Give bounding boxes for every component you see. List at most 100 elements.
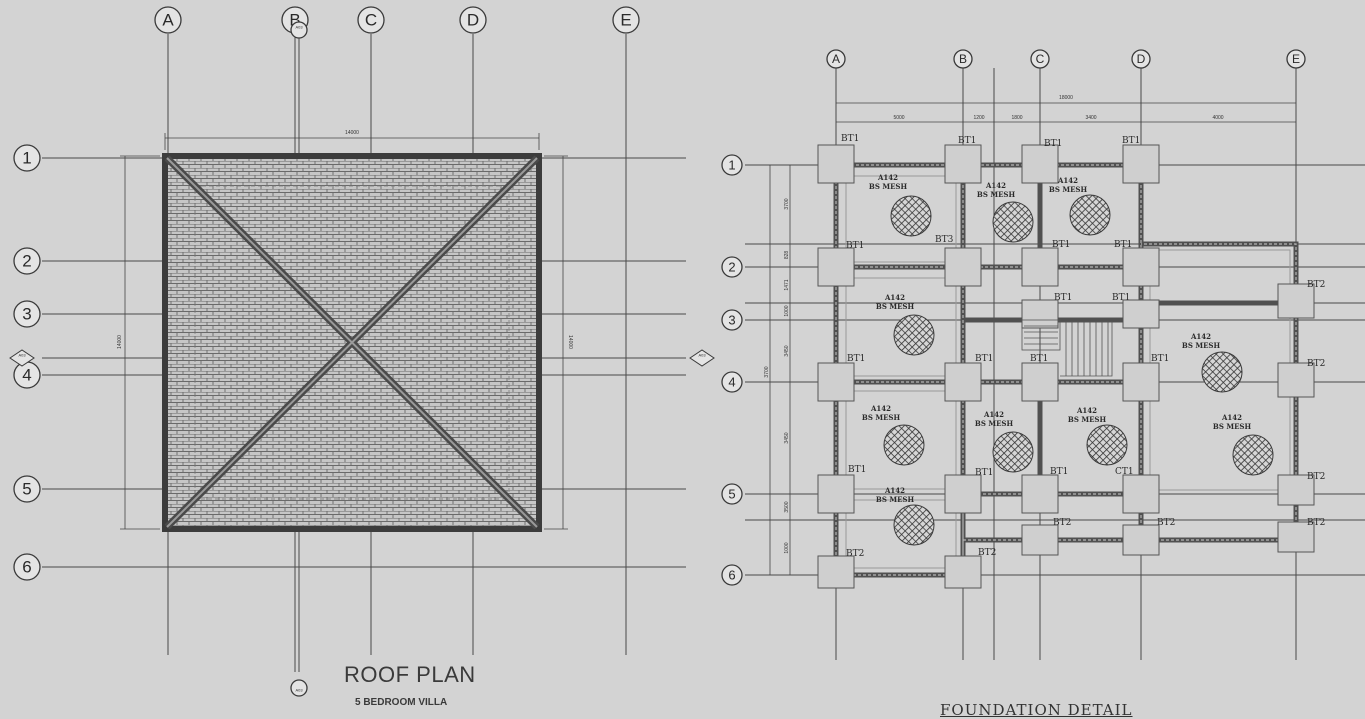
section-marker-left: A03 <box>18 353 26 358</box>
foundation-column-label-b: B <box>959 52 967 66</box>
slab-spec: BS MESH <box>975 419 1014 428</box>
beam-tag: BT1 <box>846 241 864 251</box>
beam-tag: BT2 <box>846 549 864 559</box>
beam-tag: BT2 <box>1307 472 1325 482</box>
beam-tag: BT3 <box>935 235 954 245</box>
foundation-column-label-e: E <box>1292 52 1300 66</box>
section-marker-right: A03 <box>698 353 706 358</box>
side-dim-2: 828 <box>784 251 790 260</box>
roof-row-label-6: 6 <box>22 558 31 577</box>
span-dim-1: 5000 <box>893 115 904 121</box>
side-dim-1: 3700 <box>784 198 790 209</box>
foundation-detail-title: FOUNDATION DETAIL <box>940 701 1133 719</box>
slab-label: A142 <box>870 404 891 413</box>
slab-label: A142 <box>1190 332 1211 341</box>
beam-tag: BT1 <box>975 354 993 364</box>
beam-tag: BT1 <box>1114 240 1132 250</box>
roof-row-label-2: 2 <box>22 252 31 271</box>
side-dim-4: 1000 <box>784 305 790 316</box>
mesh-symbol <box>1086 424 1128 466</box>
beam-tag: BT1 <box>1112 293 1130 303</box>
span-dim-2: 1200 <box>973 115 984 121</box>
pad-footings <box>817 144 1315 589</box>
beam-tag: BT1 <box>841 134 859 144</box>
slab-spec: BS MESH <box>977 190 1016 199</box>
beam-tag: BT2 <box>978 548 996 558</box>
roof-hip-ridges <box>164 155 540 530</box>
foundation-column-bubbles: A B C D E <box>826 49 1306 69</box>
side-dim-overall: 3700 <box>764 366 770 377</box>
foundation-row-label-3: 3 <box>728 313 735 328</box>
beam-tag: BT1 <box>1030 354 1048 364</box>
roof-eave-line <box>194 185 510 500</box>
slab-label: A142 <box>985 181 1006 190</box>
roof-column-bubbles: A B C D E <box>154 6 640 34</box>
roof-plan-title: ROOF PLAN <box>344 662 476 687</box>
side-dim-3: 1471 <box>784 279 790 290</box>
roof-row-label-5: 5 <box>22 480 31 499</box>
mesh-symbol <box>992 431 1034 473</box>
roof-column-label-a: A <box>162 11 174 30</box>
side-dim-7: 3500 <box>784 501 790 512</box>
mesh-symbol <box>1069 194 1111 236</box>
slab-spec: BS MESH <box>876 302 915 311</box>
beam-tag: BT1 <box>1122 136 1140 146</box>
slab-spec: BS MESH <box>1213 422 1252 431</box>
slab-label: A142 <box>884 293 905 302</box>
span-dim-3: 1800 <box>1011 115 1022 121</box>
beam-tag: BT1 <box>958 136 976 146</box>
roof-depth-dim-right: 14000 <box>567 335 573 349</box>
side-dim-6: 3450 <box>784 432 790 443</box>
roof-plan-subtitle: 5 BEDROOM VILLA <box>355 697 448 708</box>
beam-tag: BT1 <box>1054 293 1072 303</box>
roof-section-markers: A03 A03 A03 A03 <box>9 21 715 697</box>
foundation-row-label-1: 1 <box>728 158 735 173</box>
slab-spec: BS MESH <box>869 182 908 191</box>
mesh-symbol <box>992 201 1034 243</box>
roof-column-label-e: E <box>620 11 631 30</box>
roof-width-dim: 14000 <box>345 130 359 136</box>
foundation-row-label-6: 6 <box>728 568 735 583</box>
mesh-symbol <box>893 314 935 356</box>
slab-label: A142 <box>1057 176 1078 185</box>
beam-tag: BT2 <box>1307 359 1325 369</box>
roof-row-label-3: 3 <box>22 305 31 324</box>
mesh-symbol <box>1201 351 1243 393</box>
mesh-symbol <box>893 504 935 546</box>
beam-tag: BT1 <box>1052 240 1070 250</box>
mesh-symbols <box>883 194 1274 546</box>
foundation-row-label-4: 4 <box>728 375 735 390</box>
roof-row-label-4: 4 <box>22 366 31 385</box>
side-dim-5: 3450 <box>784 345 790 356</box>
foundation-row-bubbles: 1 2 3 4 5 6 <box>721 154 743 586</box>
foundation-row-label-2: 2 <box>728 260 735 275</box>
roof-column-label-b: B <box>289 11 300 30</box>
foundation-overall-dim: 18000 <box>1059 95 1073 101</box>
slab-spec: BS MESH <box>876 495 915 504</box>
slab-label: A142 <box>884 486 905 495</box>
foundation-column-label-a: A <box>832 52 840 66</box>
foundation-top-dimensions: 18000 5000 1200 1800 3400 4000 <box>836 95 1296 123</box>
section-marker-bottom: A03 <box>295 688 303 693</box>
mesh-symbol <box>883 424 925 466</box>
stair <box>1021 319 1113 377</box>
slab-spec: BS MESH <box>1182 341 1221 350</box>
slab-label: A142 <box>983 410 1004 419</box>
foundation-side-dimensions: 3700 3700 828 1471 1000 3450 3450 3500 1… <box>764 165 791 575</box>
beam-tag: BT1 <box>848 465 866 475</box>
beam-tag: BT2 <box>1307 518 1325 528</box>
foundation-detail: 18000 5000 1200 1800 3400 4000 3700 3700… <box>721 49 1365 660</box>
slab-spec: BS MESH <box>1068 415 1107 424</box>
roof-column-label-d: D <box>467 11 479 30</box>
foundation-row-label-5: 5 <box>728 487 735 502</box>
slab-label: A142 <box>1076 406 1097 415</box>
roof-column-label-c: C <box>365 11 377 30</box>
beam-tag: BT2 <box>1053 518 1071 528</box>
roof-row-label-1: 1 <box>22 149 31 168</box>
beam-tag: BT2 <box>1307 280 1325 290</box>
mesh-symbol <box>890 195 932 237</box>
foundation-column-label-d: D <box>1137 52 1146 66</box>
foundation-slab-outlines <box>845 175 1291 569</box>
